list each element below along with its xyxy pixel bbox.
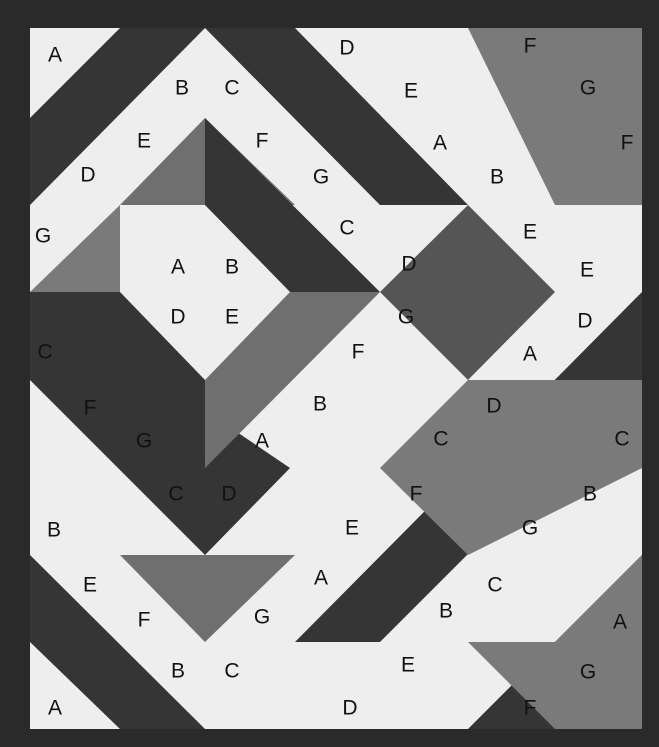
label-r3c2: C bbox=[339, 217, 354, 240]
label-r4c7: A bbox=[523, 343, 537, 366]
label-r2c5: D bbox=[80, 164, 95, 187]
label-r8c2: B bbox=[171, 660, 185, 683]
label-r7c7: A bbox=[613, 611, 627, 634]
label-r7c2: F bbox=[138, 609, 151, 632]
label-r7c4: A bbox=[314, 567, 328, 590]
label-r6c6: B bbox=[583, 483, 597, 506]
label-r7c6: C bbox=[487, 574, 502, 597]
label-r8c4: D bbox=[342, 697, 357, 720]
label-r2c6: G bbox=[313, 166, 329, 189]
label-r1c2: B bbox=[175, 77, 189, 100]
label-r4c4: D bbox=[577, 310, 592, 333]
label-r5c1: F bbox=[84, 397, 97, 420]
label-r2c1: E bbox=[137, 130, 151, 153]
label-r5c5: A bbox=[255, 430, 269, 453]
label-r3c4: A bbox=[171, 256, 185, 279]
label-r5c2: B bbox=[313, 393, 327, 416]
label-r3c5: B bbox=[225, 256, 239, 279]
label-r8c6: F bbox=[524, 697, 537, 720]
label-r5c4: G bbox=[136, 430, 152, 453]
label-r6c4: E bbox=[345, 517, 359, 540]
label-r1c6: F bbox=[524, 35, 537, 58]
label-r3c7: E bbox=[580, 259, 594, 282]
label-r1c4: D bbox=[339, 37, 354, 60]
label-r7c1: E bbox=[83, 574, 97, 597]
label-r8c1: A bbox=[48, 697, 62, 720]
label-r3c6: D bbox=[401, 253, 416, 276]
label-r8c5: E bbox=[401, 654, 415, 677]
label-r1c5: E bbox=[404, 80, 418, 103]
label-r1c7: G bbox=[580, 77, 596, 100]
label-r6c1: C bbox=[168, 483, 183, 506]
label-r3c3: E bbox=[523, 221, 537, 244]
label-r1c3: C bbox=[224, 77, 239, 100]
label-r7c3: G bbox=[254, 606, 270, 629]
label-r7c5: B bbox=[439, 600, 453, 623]
label-r2c2: F bbox=[256, 130, 269, 153]
label-r1c1: A bbox=[48, 44, 62, 67]
label-r6c3: F bbox=[410, 483, 423, 506]
label-r5c3: D bbox=[486, 395, 501, 418]
label-r6c2: D bbox=[221, 483, 236, 506]
label-r8c7: G bbox=[580, 661, 596, 684]
label-r4c5: C bbox=[37, 341, 52, 364]
label-r6c5: G bbox=[522, 517, 538, 540]
label-r4c1: D bbox=[170, 306, 185, 329]
label-r2c7: B bbox=[490, 166, 504, 189]
label-r5c7: C bbox=[614, 428, 629, 451]
label-r3c1: G bbox=[35, 225, 51, 248]
label-r6c7: B bbox=[47, 519, 61, 542]
label-r8c3: C bbox=[224, 660, 239, 683]
label-r4c2: E bbox=[225, 306, 239, 329]
label-r4c3: G bbox=[398, 306, 414, 329]
label-r5c6: C bbox=[433, 428, 448, 451]
label-r4c6: F bbox=[352, 341, 365, 364]
label-r2c4: F bbox=[621, 132, 634, 155]
label-r2c3: A bbox=[433, 132, 447, 155]
